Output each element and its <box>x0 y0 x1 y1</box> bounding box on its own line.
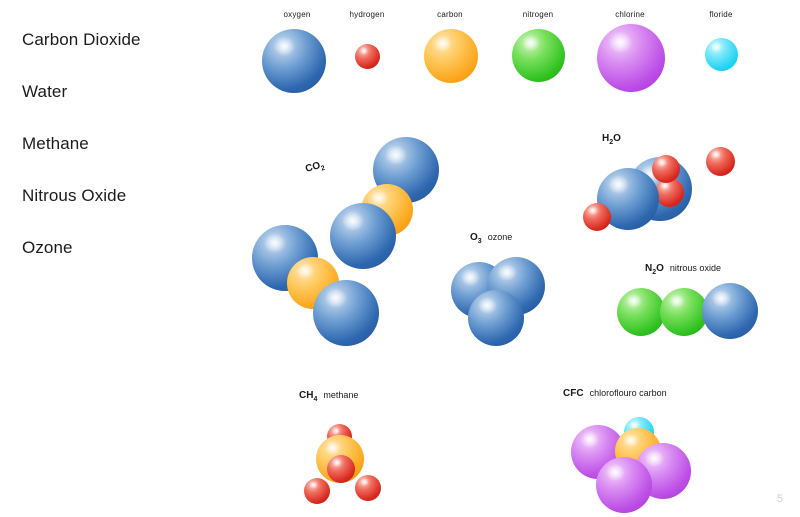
legend-atom-floride <box>705 38 738 71</box>
molecule-label-ozone: O3 ozone <box>470 232 512 245</box>
water-hydrogen-right-a <box>706 147 735 176</box>
molecule-label-methane: CH4 methane <box>299 390 358 403</box>
legend-label-carbon: carbon <box>437 10 463 19</box>
legend-label-hydrogen: hydrogen <box>349 10 385 19</box>
legend-label-chlorine: chlorine <box>615 10 645 19</box>
n2o-oxygen <box>702 283 758 339</box>
methane-hydrogen-center <box>327 455 355 483</box>
formula-cfc: CFC <box>563 388 584 399</box>
page-number: 5 <box>776 493 783 505</box>
legend-atom-hydrogen <box>355 44 380 69</box>
molecule-label-cfc: CFC chloroflouro carbon <box>563 388 667 399</box>
formula-water: H2O <box>602 133 621 146</box>
list-item-nitrous-oxide: Nitrous Oxide <box>22 186 127 205</box>
legend-atom-carbon <box>424 29 478 83</box>
methane-hydrogen-bottom-left <box>304 478 330 504</box>
legend-label-oxygen: oxygen <box>283 10 311 19</box>
co2-oxygen-lower-b <box>313 280 379 346</box>
legend-label-floride: floride <box>709 10 733 19</box>
list-item-carbon-dioxide: Carbon Dioxide <box>22 30 141 49</box>
co2-oxygen-upper-b <box>330 203 396 269</box>
n2o-nitrogen-b <box>660 288 708 336</box>
list-item-water: Water <box>22 82 68 101</box>
legend-label-nitrogen: nitrogen <box>522 10 554 19</box>
formula-ozone: O3 <box>470 232 482 245</box>
list-item-ozone: Ozone <box>22 238 73 257</box>
molecule-name-cfc: chloroflouro carbon <box>589 388 667 398</box>
formula-methane: CH4 <box>299 390 318 403</box>
molecule-name-nitrous-oxide: nitrous oxide <box>669 263 721 273</box>
legend-atom-nitrogen <box>512 29 565 82</box>
list-item-methane: Methane <box>22 134 89 153</box>
cfc-chlorine-bottom <box>596 457 652 513</box>
water-hydrogen-left-b <box>583 203 611 231</box>
legend-atom-chlorine <box>597 24 665 92</box>
water-hydrogen-right-b <box>655 178 684 207</box>
greenhouse-gas-list: Carbon Dioxide Water Methane Nitrous Oxi… <box>22 14 252 274</box>
formula-nitrous-oxide: N2O <box>645 263 664 276</box>
n2o-nitrogen-a <box>617 288 665 336</box>
legend-atom-oxygen <box>262 29 326 93</box>
methane-hydrogen-bottom-right <box>355 475 381 501</box>
water-hydrogen-left-a <box>652 155 680 183</box>
ozone-oxygen-c <box>468 290 524 346</box>
molecule-name-ozone: ozone <box>487 232 513 242</box>
molecule-label-nitrous-oxide: N2O nitrous oxide <box>645 263 721 276</box>
molecule-name-methane: methane <box>323 390 359 400</box>
formula-carbon-dioxide: CO2 <box>304 160 326 175</box>
co2-carbon-lower <box>287 257 339 309</box>
molecule-label-carbon-dioxide: CO2 <box>304 159 326 177</box>
molecule-label-water: H2O <box>602 133 621 146</box>
